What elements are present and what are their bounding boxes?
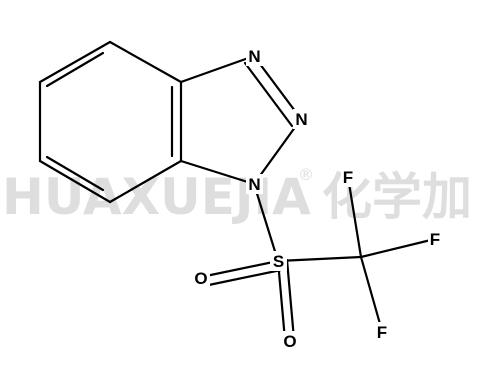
atom-f2: F	[428, 229, 443, 249]
bond-n3-n2-double	[243, 61, 294, 128]
atom-o1: O	[192, 268, 210, 288]
atom-f1: F	[341, 167, 356, 187]
bond-c-f1	[346, 175, 363, 259]
watermark-registered-mark: ®	[298, 165, 314, 184]
atom-n2: N	[293, 109, 310, 129]
bond-ring-top-right	[108, 40, 183, 84]
bond-ring-double-bottom-left	[45, 155, 105, 192]
atom-o2-label: O	[283, 332, 296, 351]
atom-n1-label: N	[248, 175, 260, 194]
bond-c-n3	[179, 54, 256, 84]
bond-ring-bottom-right	[108, 159, 183, 204]
bond-n1-s	[252, 182, 280, 263]
bond-s-o2-double	[285, 258, 296, 341]
atom-o2: O	[281, 331, 299, 351]
bond-ring-double-top-left	[45, 51, 105, 88]
atom-n3: N	[246, 46, 263, 66]
watermark: HUAXUEJIA ® 化学加	[2, 165, 472, 226]
atom-f2-label: F	[430, 230, 440, 249]
bond-ring-bottom-left	[38, 159, 112, 204]
atom-f3-label: F	[377, 323, 387, 342]
bond-s-o1-double	[202, 268, 283, 288]
bond-s-o1	[199, 259, 280, 279]
bond-ring-top-left	[38, 40, 112, 84]
atom-n3-label: N	[248, 47, 260, 66]
bond-c-f3	[359, 255, 384, 333]
atom-s-label: S	[273, 252, 284, 271]
atom-f3: F	[375, 322, 390, 342]
atom-n2-label: N	[295, 110, 307, 129]
bond-n3-n2	[252, 54, 303, 121]
bonds	[38, 40, 437, 342]
atom-s: S	[270, 251, 287, 271]
bond-s-c	[276, 255, 363, 263]
atom-n1: N	[246, 174, 263, 194]
atoms: N N N S O O F F	[192, 46, 443, 351]
bond-n2-n1	[252, 117, 303, 186]
bond-s-o2	[276, 259, 287, 342]
bond-c-f2	[359, 237, 437, 259]
atom-f1-label: F	[343, 168, 353, 187]
bond-n1-c	[179, 159, 256, 186]
atom-o1-label: O	[194, 269, 207, 288]
